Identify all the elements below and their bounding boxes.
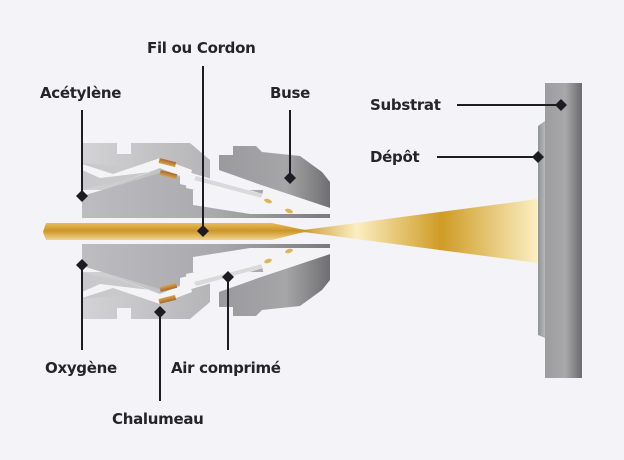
spray-cone [296,199,538,263]
copper-injector-upper-2 [159,170,178,180]
label-air-comprime: Air comprimé [171,359,281,377]
label-oxygene: Oxygène [45,359,117,377]
wire [43,223,312,240]
label-substrat: Substrat [370,96,441,114]
marker-fil [197,225,209,237]
label-chalumeau: Chalumeau [112,410,204,428]
marker-chalumeau [154,306,166,318]
marker-acetylene [76,190,88,202]
marker-buse [284,172,296,184]
label-depot: Dépôt [370,148,420,166]
marker-oxygene [76,259,88,271]
gas-channel-upper [82,158,270,206]
label-fil-ou-cordon: Fil ou Cordon [147,39,256,57]
marker-substrat [555,99,567,111]
nozzle-upper [219,146,330,208]
marker-depot [532,151,544,163]
marker-air [222,271,234,283]
deposit-layer [538,121,545,338]
copper-injector-upper-1 [158,158,177,168]
label-acetylene: Acétylène [40,84,122,102]
substrate [545,83,582,378]
label-buse: Buse [270,84,311,102]
torch-lower [82,244,330,319]
leader-markers [76,99,567,318]
leader-lines [81,66,560,401]
